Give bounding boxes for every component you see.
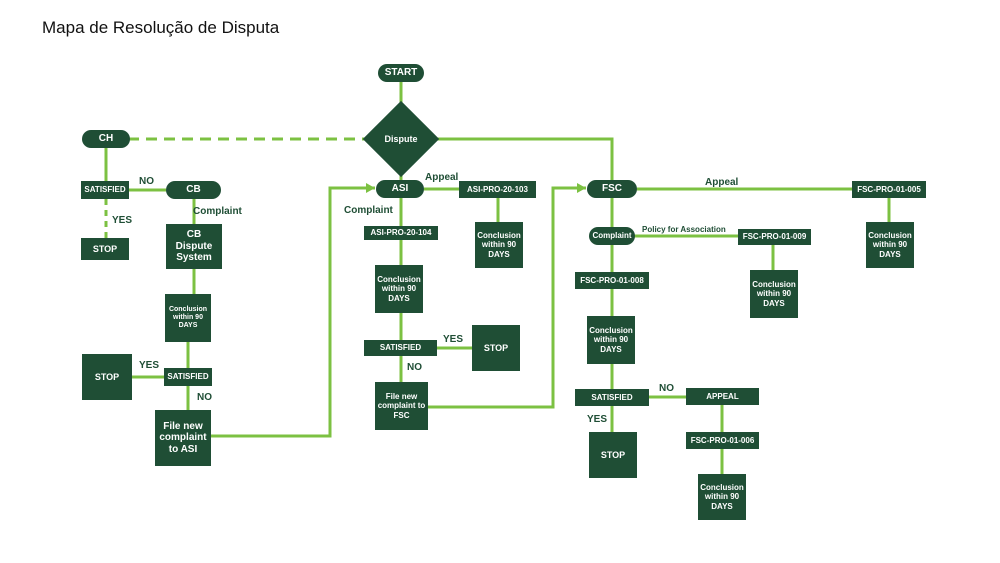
ch-node: CH [82, 130, 130, 148]
page-title: Mapa de Resolução de Disputa [42, 18, 280, 37]
fsc-appeal-node: APPEAL [686, 388, 759, 405]
asi-complaint-label: Complaint [344, 205, 393, 216]
asi-103-conclusion-node: Conclusion within 90 DAYS [475, 222, 523, 268]
cb-stop-node: STOP [82, 354, 132, 400]
asi-stop-node: STOP [472, 325, 520, 371]
fsc-009-conclusion-node: Conclusion within 90 DAYS [750, 270, 798, 318]
cb-no-label: NO [197, 392, 212, 403]
fsc-stop-node: STOP [589, 432, 637, 478]
cb-complaint-label: Complaint [193, 206, 242, 217]
asi-pro-20-104-node: ASI-PRO-20-104 [364, 226, 438, 240]
cb-file-new-complaint-node: File new complaint to ASI [155, 410, 211, 466]
fsc-pro-01-006-node: FSC-PRO-01-006 [686, 432, 759, 449]
fsc-pro-01-009-node: FSC-PRO-01-009 [738, 229, 811, 245]
cb-conclusion-node: Conclusion within 90 DAYS [165, 294, 211, 342]
dispute-label: Dispute [384, 134, 418, 144]
fsc-005-conclusion-node: Conclusion within 90 DAYS [866, 222, 914, 268]
cb-dispute-system-node: CB Dispute System [166, 224, 222, 269]
start-node: START [378, 64, 424, 82]
fsc-appeal-label: Appeal [705, 177, 739, 188]
fsc-006-conclusion-node: Conclusion within 90 DAYS [698, 474, 746, 520]
fsc-complaint-node: Complaint [589, 227, 635, 245]
asi-node: ASI [376, 180, 424, 198]
asi-appeal-label: Appeal [425, 172, 459, 183]
fsc-yes-label: YES [587, 414, 608, 425]
asi-satisfied-node: SATISFIED [364, 340, 437, 356]
ch-yes-label: YES [112, 215, 133, 226]
cb-satisfied-node: SATISFIED [164, 368, 212, 386]
fsc-satisfied-node: SATISFIED [575, 389, 649, 406]
fsc-no-label: NO [659, 383, 674, 394]
fsc-node: FSC [587, 180, 637, 198]
cb-node: CB [166, 181, 221, 199]
asi-yes-label: YES [443, 334, 464, 345]
asi-conclusion-node: Conclusion within 90 DAYS [375, 265, 423, 313]
fsc-008-conclusion-node: Conclusion within 90 DAYS [587, 316, 635, 364]
cb-yes-label: YES [139, 360, 160, 371]
asi-file-new-complaint-node: File new complaint to FSC [375, 382, 428, 430]
ch-satisfied-node: SATISFIED [81, 181, 129, 199]
asi-no-label: NO [407, 362, 422, 373]
asi-pro-20-103-node: ASI-PRO-20-103 [459, 181, 536, 198]
ch-no-label: NO [139, 176, 154, 187]
fsc-pro-01-005-node: FSC-PRO-01-005 [852, 181, 926, 198]
policy-for-association-label: Policy for Association [642, 225, 726, 234]
fsc-pro-01-008-node: FSC-PRO-01-008 [575, 272, 649, 289]
ch-stop-node: STOP [81, 238, 129, 260]
